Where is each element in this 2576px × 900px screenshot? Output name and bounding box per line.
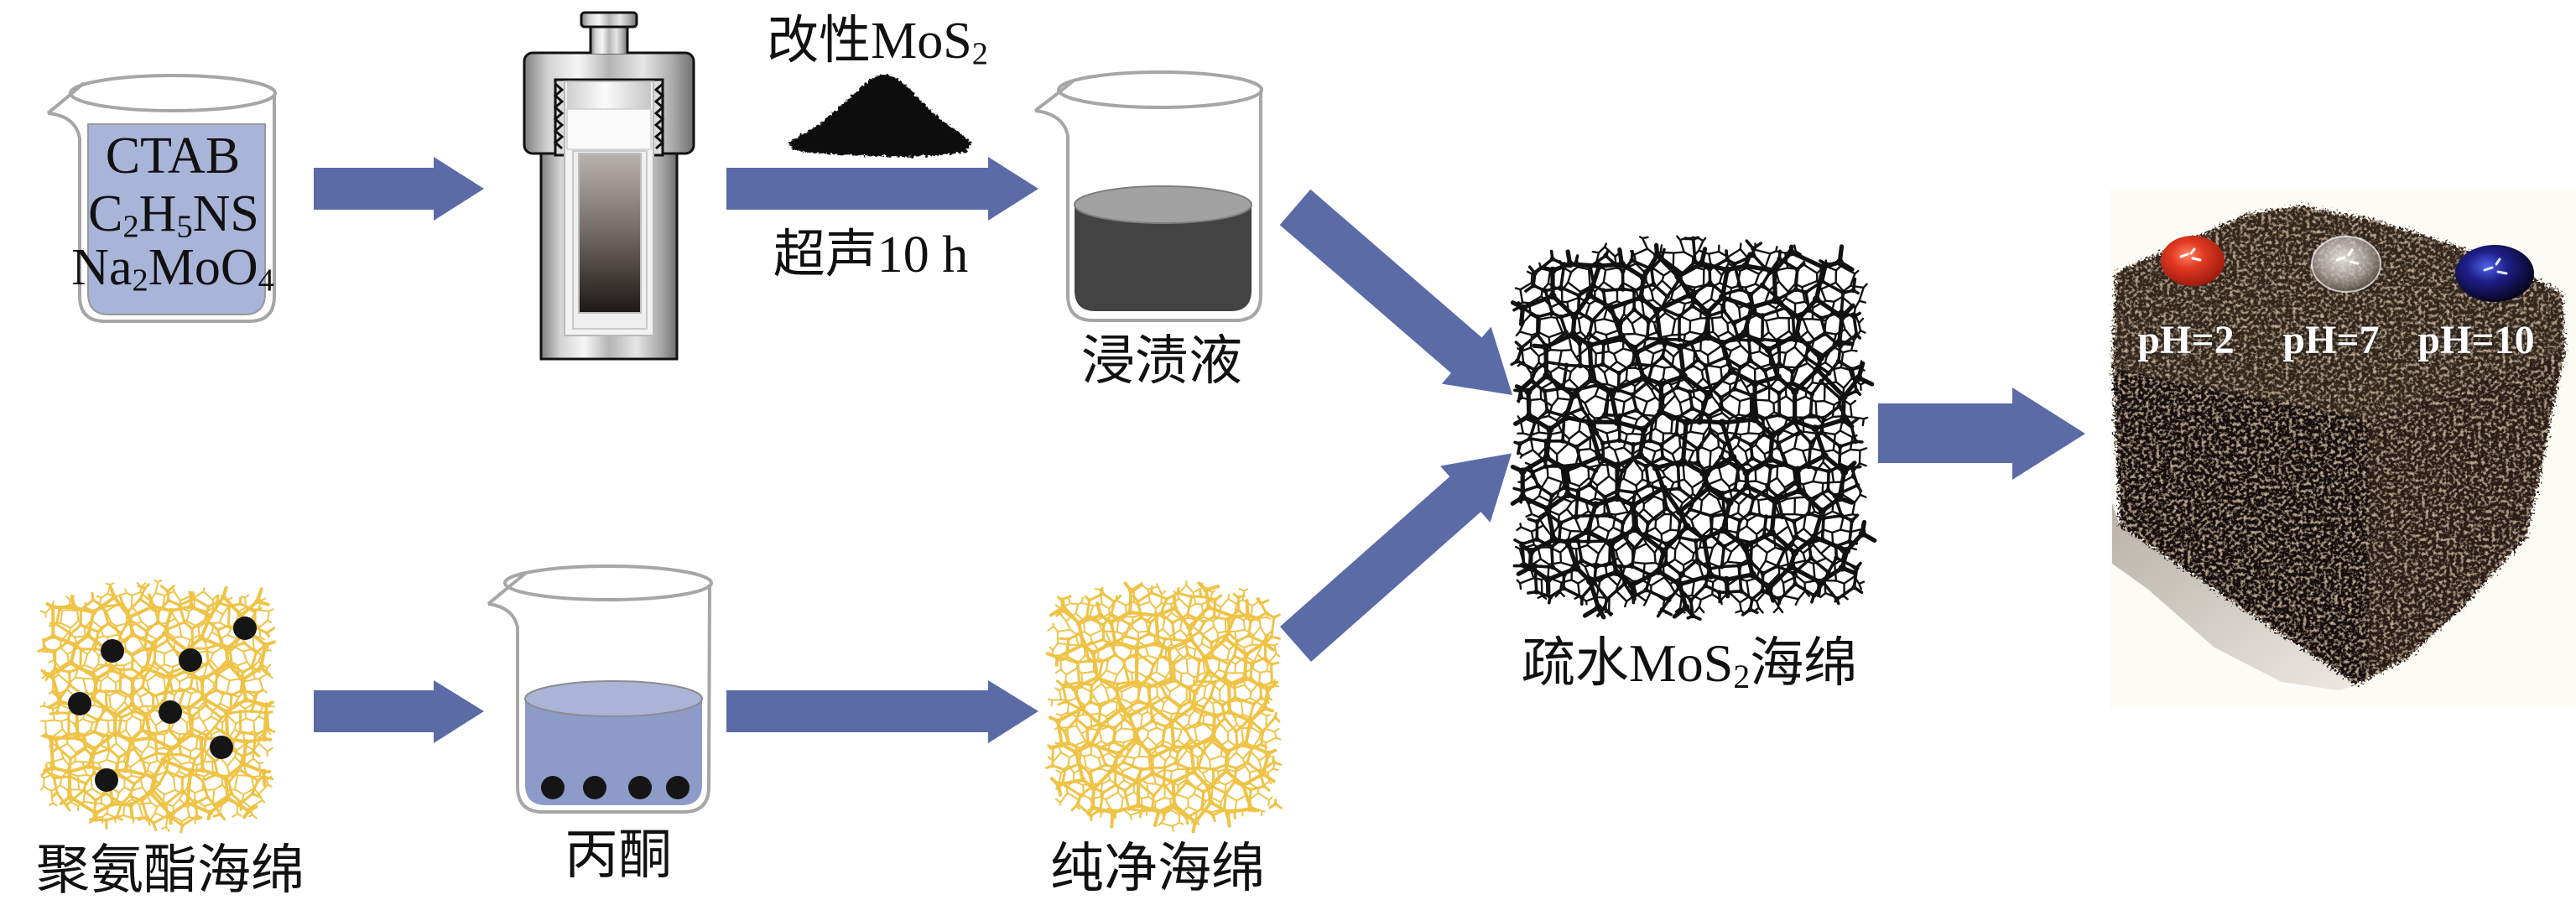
reagent-subscript: 5	[176, 209, 193, 245]
acetone-beaker-icon	[487, 564, 713, 814]
autoclave-knob	[580, 11, 638, 29]
precursor-beaker-icon	[46, 74, 277, 323]
foam-node-layer	[48, 594, 270, 818]
liquid-surface	[1074, 185, 1252, 224]
sponge-photo	[2110, 189, 2576, 709]
droplet-ph2	[2161, 236, 2225, 286]
clear-droplet-icon	[2311, 236, 2381, 293]
label-subscript: 2	[971, 36, 988, 72]
ph-label-alkaline: pH=10	[2417, 318, 2535, 362]
flow-arrows	[314, 157, 2085, 743]
settled-impurity	[628, 776, 652, 799]
impregnation-beaker-icon	[1033, 70, 1263, 322]
thread-left	[553, 82, 565, 150]
arrow-mos2-sponge-to-photo	[1878, 388, 2085, 480]
beaker-spout	[1033, 79, 1075, 112]
impregnation-liquid	[1075, 205, 1252, 311]
reagent-text: CTAB	[105, 127, 241, 185]
hydrophobic-mos2-sponge-icon	[1510, 235, 1877, 621]
impregnation-label: 浸渍液	[1081, 331, 1242, 391]
beaker-spout	[487, 571, 528, 606]
acetone-label: 丙酮	[565, 825, 672, 885]
blue-droplet-icon	[2455, 245, 2534, 302]
settled-impurity	[583, 776, 606, 799]
pu-sponge-icon	[37, 579, 277, 834]
clean-sponge-icon	[1045, 580, 1283, 834]
sonication-label: 超声10 h	[773, 226, 969, 284]
hydrophobic-sponge-label: 疏水MoS2海绵	[1480, 637, 1899, 694]
droplet-highlight	[2483, 258, 2508, 275]
foam-strut-layer	[1510, 236, 1864, 621]
ph-label-acidic: pH=2	[2137, 318, 2235, 362]
droplet-highlight	[2335, 248, 2360, 265]
autoclave-stem	[589, 23, 629, 54]
impurity-particle	[95, 768, 118, 792]
impurity-particle	[159, 700, 182, 724]
liner-lid-band	[566, 108, 652, 150]
pu-foam-network	[37, 579, 277, 834]
impurity-particle	[68, 692, 91, 715]
clean-sponge-label: 纯净海绵	[1050, 839, 1265, 898]
sponge-block	[2112, 205, 2565, 685]
arrow-precursor-to-autoclave	[314, 157, 484, 221]
black-powder-pile-icon	[788, 74, 971, 157]
acetone-liquid	[525, 699, 702, 805]
pu-sponge-label: 聚氨酯海绵	[36, 840, 304, 900]
sponge-top-face	[2112, 205, 2565, 419]
arrow-acetone-to-clean-sponge	[726, 680, 1038, 743]
label-text: 疏水MoS	[1521, 633, 1734, 693]
thread-right	[653, 82, 665, 150]
precursor-liquid	[87, 123, 266, 315]
impurity-particle	[179, 648, 202, 672]
reagent-text: NS	[192, 185, 259, 242]
hydrothermal-autoclave-icon	[523, 11, 695, 361]
foam-strut-layer	[1510, 242, 1877, 620]
red-droplet-icon	[2161, 236, 2225, 286]
reagent-text: Na	[71, 239, 133, 296]
reagent-text: C	[88, 185, 123, 242]
label-subscript: 2	[1733, 658, 1751, 695]
droplet-ph7	[2311, 236, 2381, 293]
droplet-ph10	[2455, 245, 2534, 302]
modified-mos2-label: 改性MoS2	[710, 13, 1045, 70]
arrow-impregnation-to-mos2-sponge	[1279, 189, 1512, 395]
reaction-mixture	[578, 153, 642, 314]
impurity-particle	[101, 639, 124, 663]
reagent-subscript: 2	[132, 263, 148, 299]
sponge-shadow	[2112, 503, 2356, 690]
reagent-text: H	[138, 185, 177, 242]
reagent-sodium-molybdate: Na2MoO4	[5, 239, 341, 297]
liquid-surface	[524, 680, 703, 717]
sponge-left-face	[2112, 369, 2368, 685]
reagent-subscript: 2	[122, 209, 139, 245]
impurity-particle	[233, 616, 257, 640]
label-text: 海绵	[1750, 633, 1858, 693]
reagent-subscript: 4	[258, 263, 274, 299]
reagent-ctab: CTAB	[5, 130, 341, 182]
arrow-clean-sponge-to-mos2-sponge	[1280, 453, 1512, 662]
reagent-text: MoO	[148, 239, 258, 296]
arrow-pu-sponge-to-acetone	[314, 680, 484, 743]
beaker-rim	[503, 564, 713, 601]
settled-impurity	[666, 776, 690, 799]
settled-impurity	[541, 776, 565, 799]
foam-strut-layer	[1045, 581, 1278, 834]
arrow-autoclave-to-impregnation	[726, 157, 1038, 221]
impurity-particles	[68, 616, 257, 792]
label-text: 改性MoS	[767, 13, 972, 70]
impurity-particle	[210, 736, 233, 759]
ph-label-neutral: pH=7	[2282, 318, 2380, 362]
reagent-thioacetamide: C2H5NS	[6, 185, 341, 243]
beaker-rim	[1057, 70, 1263, 109]
sponge-right-face	[2368, 352, 2565, 679]
liner-lid	[567, 82, 651, 109]
beaker-spout	[46, 81, 86, 115]
foam-strut-layer	[42, 585, 277, 825]
droplet-highlight	[2179, 247, 2202, 262]
